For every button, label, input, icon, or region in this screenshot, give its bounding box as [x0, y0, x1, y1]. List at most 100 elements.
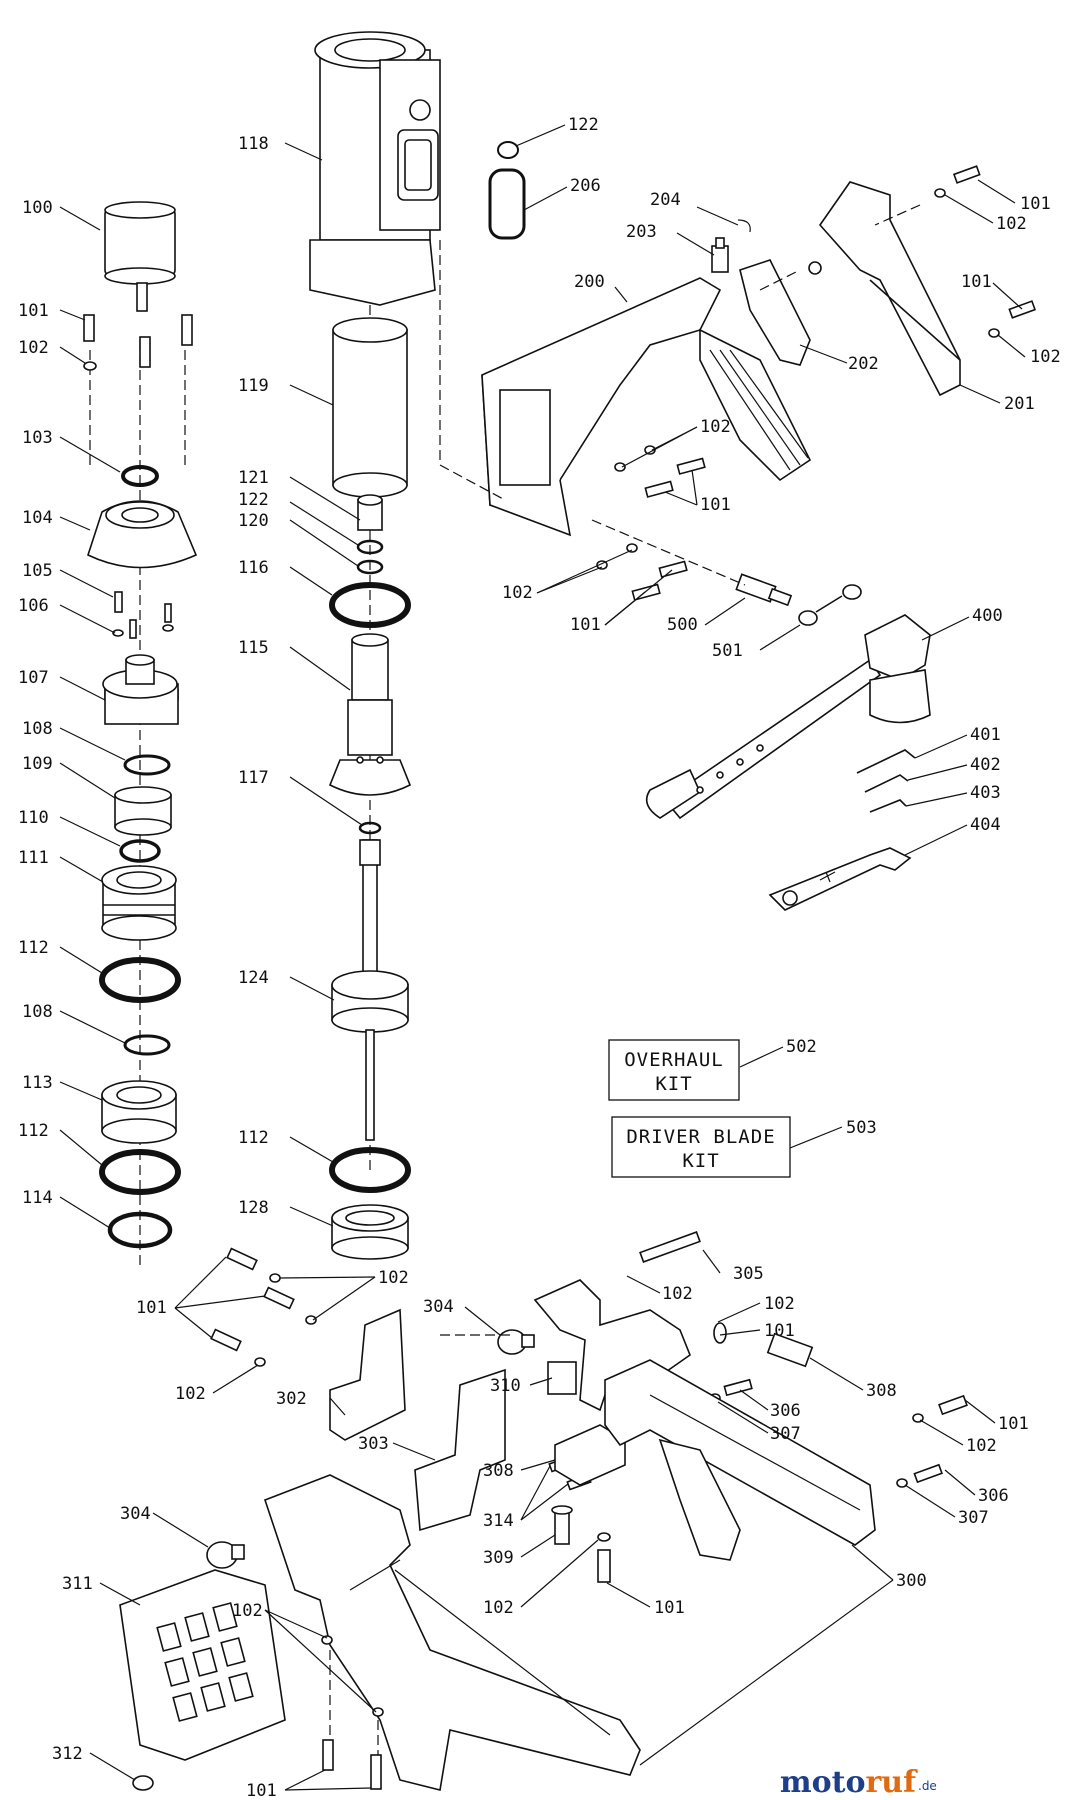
label-116: 116: [238, 558, 269, 578]
part-400-blow-gun: [645, 614, 931, 820]
label-203: 203: [626, 222, 657, 242]
part-109-bushing: [114, 786, 172, 836]
label-306: 306: [770, 1401, 801, 1421]
label-108: 108: [22, 719, 53, 739]
part-305-screw: [639, 1231, 701, 1263]
label-206: 206: [570, 176, 601, 196]
part-128-bumper: [331, 1204, 409, 1260]
part-204-clip: [737, 219, 751, 233]
label-302: 302: [276, 1389, 307, 1409]
label-500: 500: [667, 615, 698, 635]
part-300-lower-frame: [263, 1474, 641, 1791]
label-103: 103: [22, 428, 53, 448]
label-122: 122: [238, 490, 269, 510]
label-119: 119: [238, 376, 269, 396]
label-200: 200: [574, 272, 605, 292]
label-101: 101: [570, 615, 601, 635]
label-308: 308: [483, 1461, 514, 1481]
part-107-valve-body: [102, 654, 179, 725]
label-121: 121: [238, 468, 269, 488]
center-column-parts: [309, 31, 441, 1260]
label-106: 106: [18, 596, 49, 616]
label-304: 304: [120, 1504, 151, 1524]
label-503: 503: [846, 1118, 877, 1138]
label-117: 117: [238, 768, 269, 788]
driver-blade-kit-box: DRIVER BLADE KIT: [611, 1116, 791, 1178]
label-108: 108: [22, 1002, 53, 1022]
label-114: 114: [22, 1188, 53, 1208]
label-102: 102: [502, 583, 533, 603]
label-303: 303: [358, 1434, 389, 1454]
magazine-guide: [658, 1438, 741, 1561]
label-307: 307: [770, 1424, 801, 1444]
label-112: 112: [18, 938, 49, 958]
label-314: 314: [483, 1511, 514, 1531]
label-502: 502: [786, 1037, 817, 1057]
part-114-oring: [107, 1211, 173, 1249]
part-113-seat: [101, 1080, 177, 1144]
label-102: 102: [1030, 347, 1061, 367]
label-102: 102: [483, 1598, 514, 1618]
label-102: 102: [175, 1384, 206, 1404]
part-111-piston: [101, 865, 177, 941]
part-115-piston-guide: [328, 633, 412, 796]
label-128: 128: [238, 1198, 269, 1218]
part-304-bumper-b: [206, 1541, 245, 1569]
label-102: 102: [18, 338, 49, 358]
label-118: 118: [238, 134, 269, 154]
label-104: 104: [22, 508, 53, 528]
label-311: 311: [62, 1574, 93, 1594]
top-right-fasteners: [596, 165, 1037, 601]
part-117-oring: [358, 821, 382, 835]
leader-lines: [59, 124, 1026, 1791]
svg-text:KIT: KIT: [655, 1073, 692, 1095]
part-200-frame: [481, 277, 812, 537]
label-305: 305: [733, 1264, 764, 1284]
part-308-latch-a: [713, 1322, 814, 1368]
label-102: 102: [232, 1601, 263, 1621]
label-102: 102: [996, 214, 1027, 234]
label-101: 101: [246, 1781, 277, 1800]
label-401: 401: [970, 725, 1001, 745]
label-304: 304: [423, 1297, 454, 1317]
part-300-magazine-upper: [604, 1359, 876, 1546]
label-402: 402: [970, 755, 1001, 775]
part-501-cap: [798, 584, 862, 626]
svg-text:KIT: KIT: [682, 1150, 719, 1172]
part-304-bumper-a: [497, 1329, 535, 1355]
top-right-parts: [439, 141, 1037, 626]
part-201-bracket: [808, 181, 961, 397]
left-column-parts: [83, 201, 198, 1270]
label-308: 308: [866, 1381, 897, 1401]
label-201: 201: [1004, 394, 1035, 414]
label-109: 109: [22, 754, 53, 774]
part-302-plate: [329, 1308, 406, 1441]
part-121-120-small: [356, 494, 384, 575]
part-312-screw: [132, 1775, 154, 1791]
label-102: 102: [966, 1436, 997, 1456]
bottom-right-fasteners: [896, 1394, 968, 1488]
label-101: 101: [700, 495, 731, 515]
label-110: 110: [18, 808, 49, 828]
svg-text:DRIVER BLADE: DRIVER BLADE: [626, 1126, 775, 1148]
label-102: 102: [662, 1284, 693, 1304]
label-124: 124: [238, 968, 269, 988]
label-400: 400: [972, 606, 1003, 626]
label-102: 102: [764, 1294, 795, 1314]
part-202-grip: [739, 259, 811, 366]
part-112-oring-a: [99, 957, 181, 1003]
part-108-snap-ring-a: [123, 754, 171, 776]
label-112: 112: [18, 1121, 49, 1141]
label-111: 111: [18, 848, 49, 868]
label-501: 501: [712, 641, 743, 661]
part-124-driver: [331, 839, 409, 1141]
label-122: 122: [568, 115, 599, 135]
label-204: 204: [650, 190, 681, 210]
label-300: 300: [896, 1571, 927, 1591]
svg-text:motoruf: motoruf: [780, 1765, 918, 1800]
label-102: 102: [700, 417, 731, 437]
label-403: 403: [970, 783, 1001, 803]
label-101: 101: [136, 1298, 167, 1318]
part-labels: 100 101 102 103 104 105 106 107 108 109 …: [18, 115, 1061, 1800]
